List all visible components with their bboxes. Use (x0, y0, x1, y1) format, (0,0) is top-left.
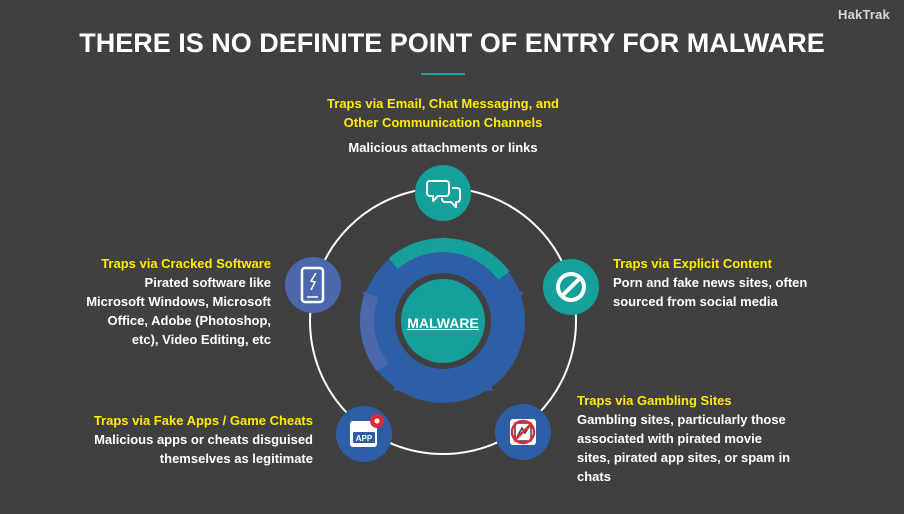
no-gambling-icon (510, 419, 536, 445)
fake-apps-trap-body-line2: themselves as legitimate (159, 451, 313, 466)
node-email (415, 165, 471, 221)
cracked-trap-body-line2: Microsoft Windows, Microsoft (86, 294, 271, 309)
no-entry-icon (556, 272, 586, 302)
fake-apps-trap-heading: Traps via Fake Apps / Game Cheats (93, 413, 313, 428)
title-divider (421, 73, 465, 75)
email-trap-heading-line2: Other Communication Channels (343, 115, 543, 130)
center-gear (359, 236, 525, 403)
gambling-trap-block: Traps via Gambling Sites Gambling sites,… (577, 391, 877, 486)
gambling-trap-body-line2: associated with pirated movie (577, 431, 762, 446)
fake-apps-trap-block: Traps via Fake Apps / Game Cheats Malici… (40, 411, 313, 468)
gambling-trap-heading: Traps via Gambling Sites (577, 393, 732, 408)
broken-phone-icon (300, 266, 325, 304)
gambling-trap-body-line1: Gambling sites, particularly those (577, 412, 786, 427)
fake-apps-trap-body-line1: Malicious apps or cheats disguised (94, 432, 313, 447)
email-trap-body: Malicious attachments or links (348, 140, 538, 155)
email-trap-heading-line1: Traps via Email, Chat Messaging, and (327, 96, 559, 111)
cracked-trap-body-line1: Pirated software like (144, 275, 271, 290)
email-trap-block: Traps via Email, Chat Messaging, and Oth… (243, 94, 643, 157)
node-gambling (495, 404, 551, 460)
cracked-trap-block: Traps via Cracked Software Pirated softw… (20, 254, 271, 349)
cracked-trap-body-line3: Office, Adobe (Photoshop, (107, 313, 271, 328)
malware-center-label: MALWARE (407, 315, 479, 331)
page-title: THERE IS NO DEFINITE POINT OF ENTRY FOR … (79, 28, 825, 58)
app-icon-text: APP (356, 434, 373, 443)
explicit-trap-body-line2: sourced from social media (613, 294, 778, 309)
node-fake-apps: APP (336, 406, 392, 462)
gambling-trap-body-line3: sites, pirated app sites, or spam in (577, 450, 791, 465)
gear-segment-blue (359, 292, 389, 372)
node-explicit (543, 259, 599, 315)
explicit-trap-heading: Traps via Explicit Content (613, 256, 772, 271)
brand-logo: HakTrak (838, 7, 890, 22)
cracked-trap-heading: Traps via Cracked Software (101, 256, 271, 271)
app-badge-icon: APP (350, 414, 384, 447)
node-cracked (285, 257, 341, 313)
explicit-trap-body-line1: Porn and fake news sites, often (613, 275, 808, 290)
gear-segment-teal (388, 238, 510, 280)
center-core (401, 279, 485, 363)
explicit-trap-block: Traps via Explicit Content Porn and fake… (613, 254, 873, 311)
gambling-trap-body-line4: chats (577, 469, 611, 484)
cracked-trap-body-line4: etc), Video Editing, etc (131, 332, 271, 347)
chat-bubbles-icon (426, 180, 461, 208)
